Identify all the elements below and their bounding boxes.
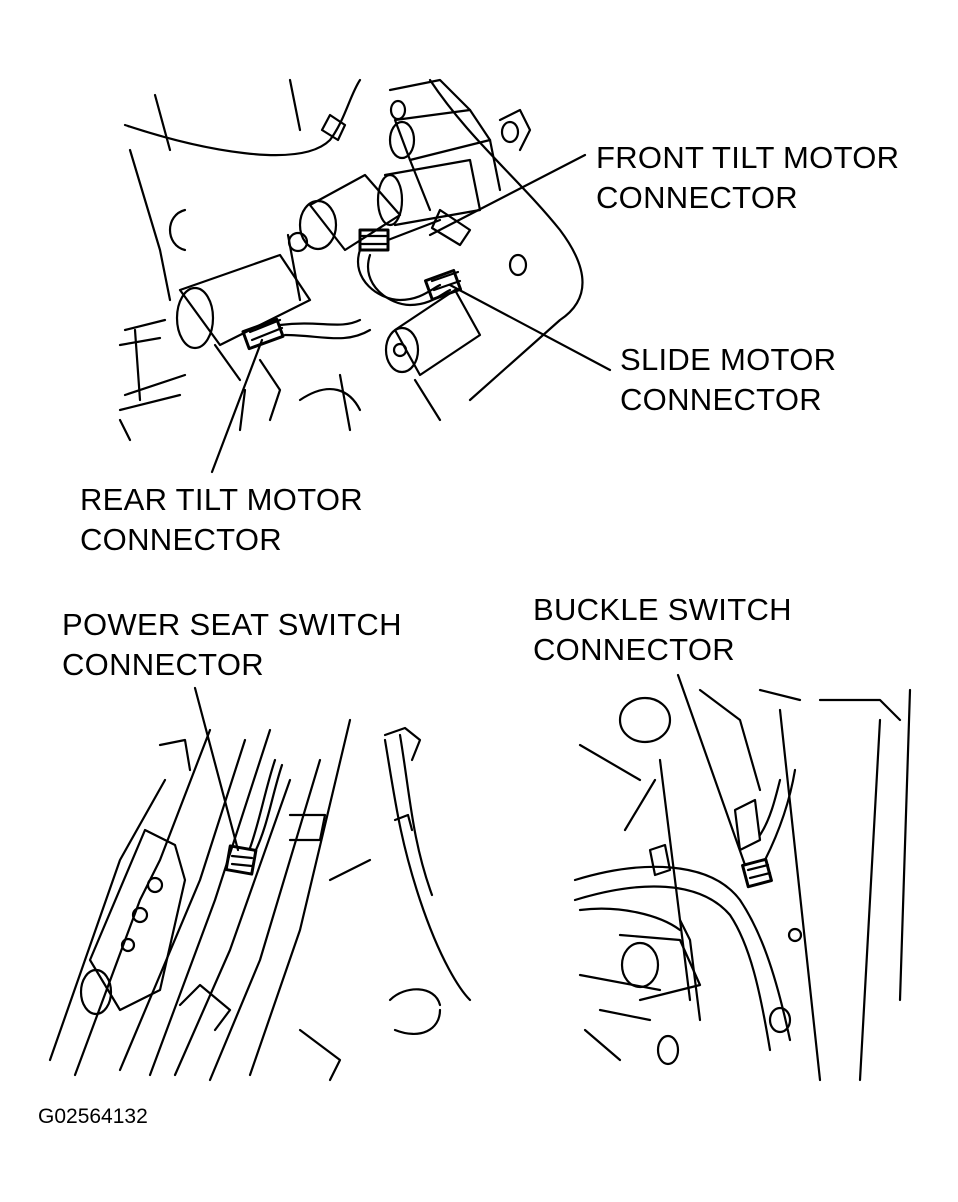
slide-label-line2: CONNECTOR (620, 382, 822, 417)
slide-label-line1: SLIDE MOTOR (620, 342, 837, 377)
front-tilt-motor-connector-label: FRONT TILT MOTOR CONNECTOR (596, 138, 899, 218)
rear-tilt-motor-connector-label: REAR TILT MOTOR CONNECTOR (80, 480, 363, 560)
power-seat-label-line2: CONNECTOR (62, 647, 264, 682)
slide-leader-line (448, 283, 612, 372)
power-seat-switch-connector-label: POWER SEAT SWITCH CONNECTOR (62, 605, 402, 685)
front-tilt-leader-line (428, 153, 587, 237)
buckle-switch-illustration (573, 673, 912, 1082)
buckle-label-line1: BUCKLE SWITCH (533, 592, 792, 627)
power-seat-switch-illustration (48, 686, 472, 1082)
buckle-label-line2: CONNECTOR (533, 632, 735, 667)
power-seat-leader-line (193, 686, 240, 852)
rear-tilt-leader-line (210, 338, 264, 474)
front-tilt-label-line2: CONNECTOR (596, 180, 798, 215)
figure-code: G02564132 (38, 1105, 148, 1128)
slide-motor-connector-label: SLIDE MOTOR CONNECTOR (620, 340, 836, 420)
front-tilt-label-line1: FRONT TILT MOTOR (596, 140, 900, 175)
rear-tilt-label-line1: REAR TILT MOTOR (80, 482, 363, 517)
buckle-switch-connector-label: BUCKLE SWITCH CONNECTOR (533, 590, 792, 670)
power-seat-label-line1: POWER SEAT SWITCH (62, 607, 402, 642)
buckle-leader-line (676, 673, 747, 867)
rear-tilt-label-line2: CONNECTOR (80, 522, 282, 557)
